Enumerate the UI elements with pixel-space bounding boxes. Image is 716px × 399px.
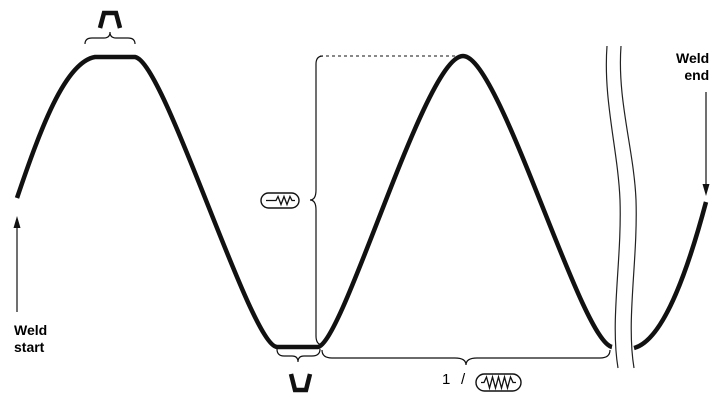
weave-waveform	[14, 53, 614, 350]
frequency-icon	[475, 373, 522, 392]
weld-end-label-line2: end	[684, 67, 710, 83]
amplitude-brace	[309, 55, 324, 346]
frequency-brace	[321, 349, 611, 366]
weave-waveform-continuation	[633, 201, 709, 351]
frequency-numerator: 1	[442, 371, 451, 388]
amplitude-icon	[260, 192, 300, 209]
valley-dwell-brace	[276, 348, 321, 363]
frequency-slash: /	[461, 371, 466, 388]
break-lines	[605, 45, 637, 369]
weld-start-label: Weld start	[14, 322, 47, 356]
peak-dwell-brace	[84, 31, 136, 45]
weld-start-label-line1: Weld	[14, 322, 48, 338]
peak-dwell-icon	[97, 10, 123, 29]
valley-dwell-icon	[288, 373, 313, 393]
weld-end-label-line1: Weld	[676, 50, 710, 66]
weld-start-label-line2: start	[14, 339, 45, 355]
weld-start-arrow	[13, 216, 21, 312]
weld-end-arrow	[702, 92, 710, 196]
weld-end-label: Weld end	[676, 50, 709, 84]
